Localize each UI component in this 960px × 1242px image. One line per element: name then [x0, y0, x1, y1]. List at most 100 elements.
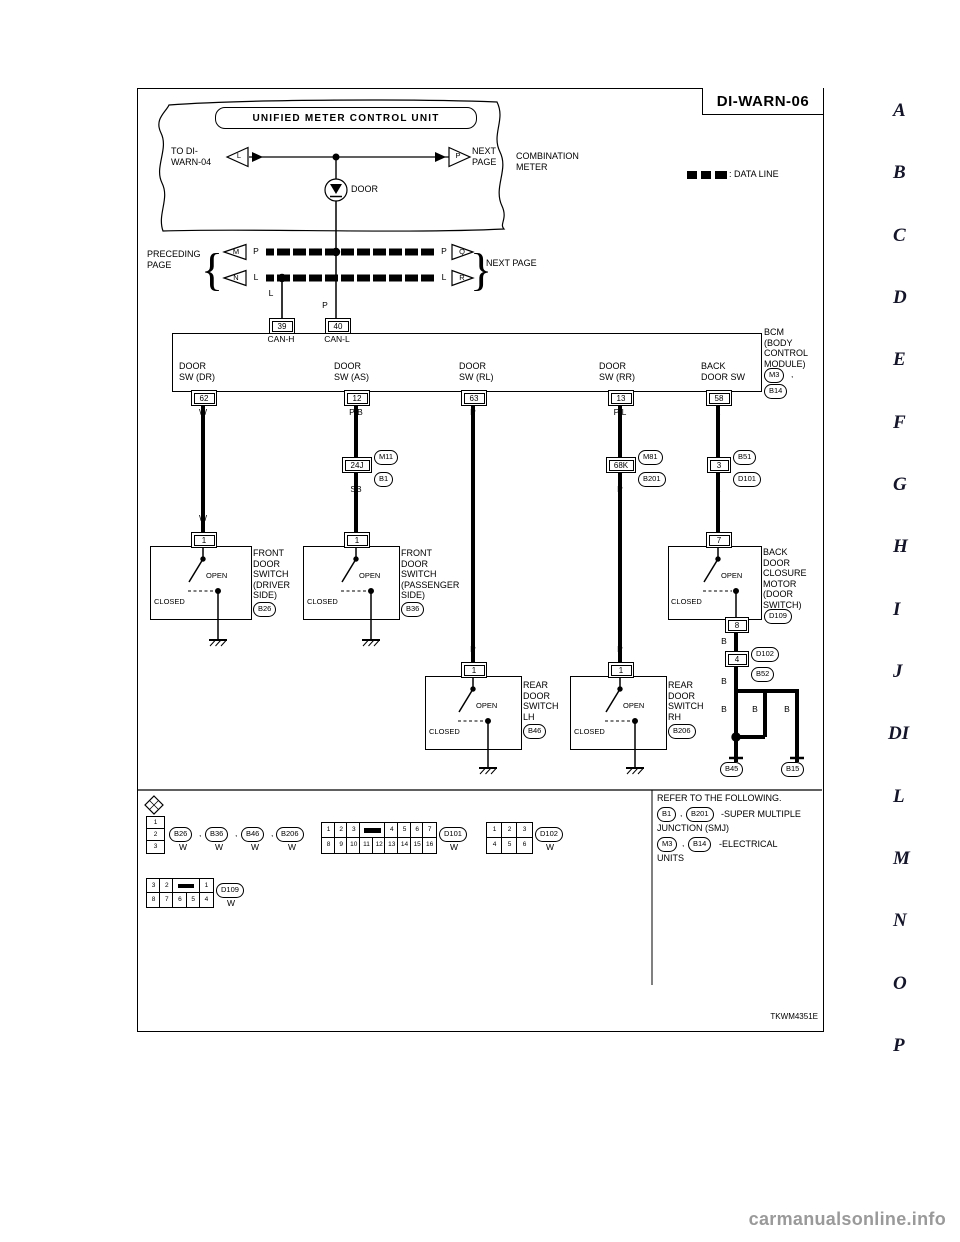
connector-ref-b51: B51 — [733, 450, 757, 465]
door-diode-label: DOOR — [351, 184, 378, 194]
bcm-output-door-sw-rl: DOOR SW (RL) — [459, 361, 494, 382]
inline-connector-24j: 24J — [342, 457, 372, 473]
refer-title: REFER TO THE FOLLOWING. — [657, 793, 782, 803]
rl-open-label: OPEN — [476, 701, 498, 710]
can-h-label: CAN-H — [267, 334, 295, 344]
connector-ref-b26: B26 — [253, 602, 277, 617]
connector-view-d101: 1 2 3 4 5 6 7 8 9 10 11 12 13 14 15 16 — [321, 822, 437, 854]
ground-ref-b45: B45 — [720, 762, 744, 777]
footer-oval-d109: D109 — [216, 883, 244, 898]
wire-color-b3: B — [721, 704, 727, 714]
wire-label-p-right: P — [441, 246, 447, 256]
connector-view-d109: 3 2 1 8 7 6 5 4 — [146, 878, 214, 908]
wire-color-b2: B — [721, 676, 727, 686]
d101-pin: 16 — [422, 837, 437, 854]
footer-w-6: W — [545, 842, 555, 852]
refer-eu-line2: UNITS — [657, 853, 684, 863]
brace-right: } — [470, 244, 493, 295]
section-tab-i: I — [893, 599, 901, 620]
footer-w-5: W — [449, 842, 459, 852]
bcm-output-door-sw-dr: DOOR SW (DR) — [179, 361, 215, 382]
combination-meter-label: COMBINATION METER — [516, 151, 579, 172]
section-tab-c: C — [893, 225, 906, 246]
refer-smj-line1: -SUPER MULTIPLE — [721, 809, 801, 819]
wire-label-drop-l: L — [268, 288, 274, 298]
row-key-3: 3 — [146, 840, 165, 854]
refer-oval-m3: M3 — [657, 837, 678, 852]
next-page-top-label: NEXT PAGE — [472, 146, 497, 167]
bcm-pin-12: 12 — [344, 390, 370, 406]
connector-ref-b206: B206 — [668, 724, 696, 739]
page-arrow-letter-q: Q — [459, 247, 465, 256]
back-door-closure-motor-box — [668, 546, 762, 620]
comma: , — [680, 808, 683, 818]
rl-closed-label: CLOSED — [429, 727, 460, 736]
inline-connector-4: 4 — [725, 651, 749, 667]
wire-color-sb: SB — [350, 484, 362, 494]
connector-ref-d109: D109 — [764, 609, 792, 624]
dr-open-label: OPEN — [206, 571, 228, 580]
as-open-label: OPEN — [359, 571, 381, 580]
page-arrow-letter-n: N — [233, 273, 239, 282]
inline-connector-3: 3 — [707, 457, 731, 473]
bcm-name: BCM (BODY CONTROL MODULE) — [764, 327, 809, 369]
next-page-bus-label: NEXT PAGE — [486, 258, 537, 268]
section-tab-n: N — [893, 910, 907, 931]
wire-color-p2: P — [617, 484, 623, 494]
section-tab-a: A — [893, 100, 906, 121]
section-tab-p: P — [893, 1035, 905, 1056]
wire-color-b4: B — [752, 704, 758, 714]
top-link — [225, 146, 472, 318]
d102-pin: 6 — [516, 837, 533, 854]
connector-ref-d102: D102 — [751, 647, 779, 662]
dr-switch-name: FRONT DOOR SWITCH (DRIVER SIDE) — [253, 548, 291, 600]
section-tab-j: J — [893, 661, 903, 682]
d109-pin: 4 — [198, 892, 214, 908]
page-title: DI-WARN-06 — [702, 88, 823, 115]
rr-closed-label: CLOSED — [574, 727, 605, 736]
footer-oval-b46: B46 — [241, 827, 265, 842]
wire-color-l: L — [715, 407, 721, 417]
refer-eu-line1: -ELECTRICAL — [719, 839, 778, 849]
wire-color-b5: B — [784, 704, 790, 714]
wire-color-p4: P — [617, 644, 623, 654]
connector-ref-m81: M81 — [638, 450, 663, 465]
section-tab-m: M — [893, 848, 910, 869]
section-tab-h: H — [893, 536, 908, 557]
back-door-chain — [729, 631, 804, 762]
figure-code: TKWM4351E — [770, 1012, 818, 1021]
refer-oval-b14: B14 — [688, 837, 712, 852]
bcm-output-back-door-sw: BACK DOOR SW — [701, 361, 745, 382]
dr-closed-label: CLOSED — [154, 597, 185, 606]
inline-connector-68k: 68K — [606, 457, 636, 473]
footer-oval-b36: B36 — [205, 827, 229, 842]
refer-oval-b201: B201 — [686, 807, 714, 822]
connector-ref-m11: M11 — [374, 450, 399, 465]
section-tab-di-current: DI — [888, 723, 910, 744]
section-tab-g: G — [893, 474, 907, 495]
data-line-legend-label: : DATA LINE — [729, 169, 779, 179]
bcm-pin-62: 62 — [191, 390, 217, 406]
wire-label-p-left: P — [253, 246, 259, 256]
back-switch-pin-7: 7 — [706, 532, 732, 548]
rr-open-label: OPEN — [623, 701, 645, 710]
diagram-frame — [137, 88, 824, 1032]
connector-ref-b46: B46 — [523, 724, 547, 739]
footer-oval-d101: D101 — [439, 827, 467, 842]
bcm-pin-63: 63 — [461, 390, 487, 406]
back-switch-name: BACK DOOR CLOSURE MOTOR (DOOR SWITCH) — [763, 547, 807, 610]
section-tab-o: O — [893, 973, 907, 994]
rr-switch-name: REAR DOOR SWITCH RH — [668, 680, 704, 722]
comma: , — [199, 828, 202, 838]
connector-ref-d101: D101 — [733, 472, 761, 487]
footer-oval-b206: B206 — [276, 827, 304, 842]
to-di-warn-04-ref: TO DI- WARN-04 — [171, 146, 212, 167]
wire-color-b1: B — [721, 636, 727, 646]
unified-meter-control-unit-label: UNIFIED METER CONTROL UNIT — [215, 107, 477, 129]
bcm-output-door-sw-rr: DOOR SW (RR) — [599, 361, 635, 382]
bcm-wires — [201, 404, 720, 662]
refer-smj-line2: JUNCTION (SMJ) — [657, 823, 729, 833]
as-switch-pin-1: 1 — [344, 532, 370, 548]
